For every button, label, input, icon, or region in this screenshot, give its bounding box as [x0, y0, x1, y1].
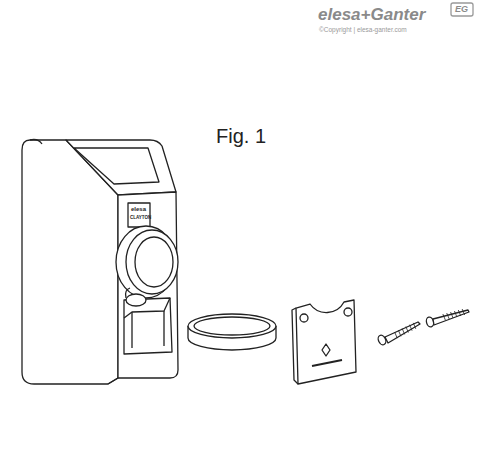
- shaft-clamp: [126, 288, 131, 298]
- plate-mark: [322, 344, 330, 356]
- thread-stroke: [413, 323, 416, 329]
- housing-top: [66, 140, 176, 195]
- plate-slot: [312, 360, 342, 366]
- plate-edge: [292, 308, 298, 384]
- screw: [425, 310, 469, 328]
- thread-stroke: [402, 328, 405, 334]
- brand-logo: elesa+Ganter: [318, 6, 425, 23]
- shaft-clamp: [126, 294, 146, 306]
- logo-box: [451, 3, 473, 16]
- screw: [377, 322, 420, 346]
- ring-top: [188, 314, 276, 338]
- figure-label: Fig. 1: [216, 126, 266, 146]
- logo-mark: EG: [455, 5, 468, 14]
- thread-stroke: [451, 312, 454, 318]
- edge: [30, 140, 42, 145]
- plate-hole: [300, 314, 308, 322]
- opening-inner: [132, 311, 164, 348]
- thread-stroke: [395, 332, 398, 338]
- thread-stroke: [454, 311, 457, 317]
- plate-hole: [344, 308, 352, 316]
- brand-text: elesa: [131, 206, 146, 212]
- thread-stroke: [447, 313, 450, 319]
- ring-inner: [194, 317, 270, 335]
- thread-stroke: [458, 310, 461, 316]
- mounting-plate: [296, 300, 356, 384]
- brand-text: CLAYTON: [130, 216, 151, 221]
- thread-stroke: [398, 330, 401, 336]
- brand-plate: [128, 203, 150, 227]
- knob-inner: [135, 237, 173, 287]
- thread-stroke: [443, 314, 446, 320]
- knob-face: [126, 230, 178, 294]
- shaft-opening: [124, 298, 172, 354]
- display: [74, 148, 159, 184]
- copyright-note: ©Copyright | elesa-ganter.com: [319, 27, 407, 34]
- thread-stroke: [406, 327, 409, 333]
- screw-thread: [395, 309, 465, 338]
- thread-stroke: [462, 309, 465, 315]
- edge: [108, 378, 118, 384]
- thread-stroke: [410, 325, 413, 331]
